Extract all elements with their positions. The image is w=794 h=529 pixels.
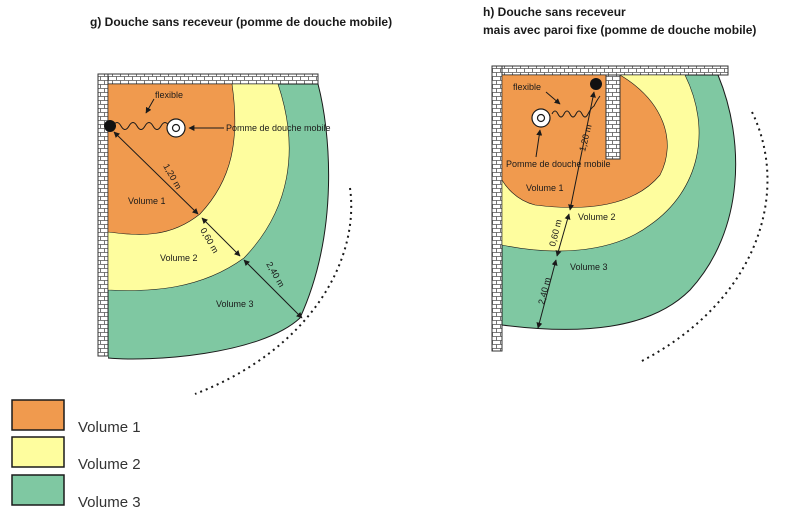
volume-1-label: Volume 1 — [128, 196, 166, 206]
dimension-line-1 — [568, 91, 596, 211]
top-wall — [491, 65, 729, 76]
left-wall — [97, 73, 109, 357]
left-wall — [491, 65, 503, 352]
volume-3-label: Volume 3 — [216, 299, 254, 309]
volume-2-label: Volume 2 — [160, 253, 198, 263]
fixed-partition — [605, 74, 621, 160]
dimension-line-2 — [201, 217, 241, 257]
diagram-h-title-line-2: mais avec paroi fixe (pomme de douche mo… — [483, 23, 756, 37]
legend-label-volume-3: Volume 3 — [78, 494, 141, 511]
flexible-label: flexible — [513, 82, 541, 92]
flexible-hose — [112, 122, 176, 130]
top-wall — [97, 73, 319, 85]
volume-1-label: Volume 1 — [526, 183, 564, 193]
hose-connector-icon — [590, 78, 602, 90]
legend: Volume 1 Volume 2 Volume 3 — [11, 399, 141, 511]
legend-swatch-volume-1 — [11, 399, 65, 431]
volume-3-label: Volume 3 — [570, 262, 608, 272]
shower-head-icon — [531, 108, 551, 128]
legend-label-volume-1: Volume 1 — [78, 419, 141, 436]
diagram-g: g) Douche sans receveur (pomme de douche… — [90, 15, 392, 395]
shower-head-label: Pomme de douche mobile — [226, 123, 331, 133]
dotted-boundary-arc — [194, 187, 353, 395]
dotted-boundary-arc — [639, 111, 769, 363]
legend-label-volume-2: Volume 2 — [78, 456, 141, 473]
dimension-line-3 — [243, 259, 303, 319]
dimension-line-1 — [113, 131, 199, 215]
diagram-h: h) Douche sans receveur mais avec paroi … — [483, 5, 769, 363]
dimension-line-2 — [555, 213, 571, 257]
legend-swatch-volume-2 — [11, 436, 65, 468]
legend-swatch-volume-3 — [11, 474, 65, 506]
hose-connector-icon — [104, 120, 116, 132]
volume-2-label: Volume 2 — [578, 212, 616, 222]
diagram-h-title-line-1: h) Douche sans receveur — [483, 5, 626, 19]
diagram-g-title: g) Douche sans receveur (pomme de douche… — [90, 15, 392, 29]
dimension-line-3 — [536, 259, 558, 329]
shower-head-label: Pomme de douche mobile — [506, 159, 611, 169]
flexible-label: flexible — [155, 90, 183, 100]
shower-head-icon — [166, 118, 186, 138]
